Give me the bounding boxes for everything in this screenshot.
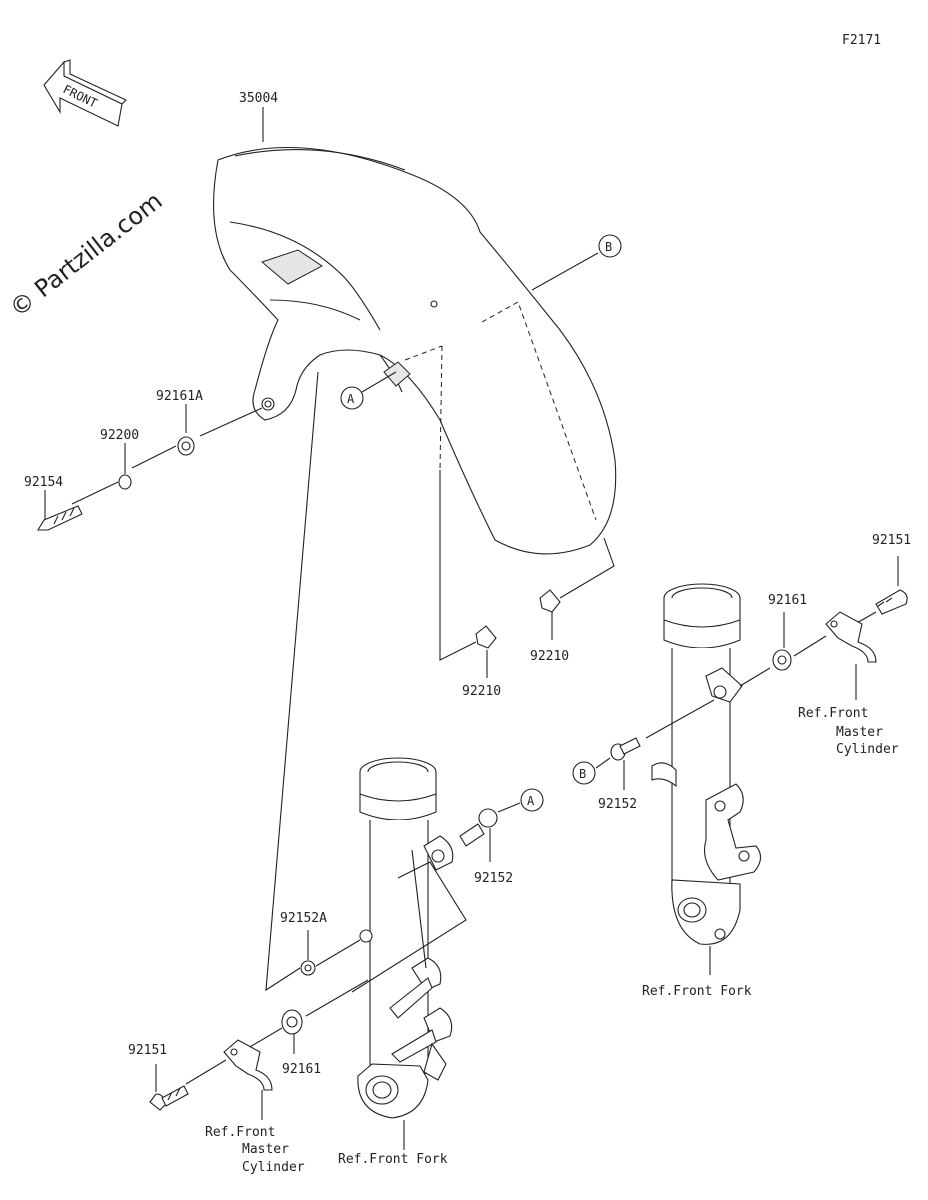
ref-master-right-1: Ref.Front <box>798 706 868 721</box>
bolt-92151-right <box>875 589 908 615</box>
nut-92210-front <box>539 589 561 613</box>
front-fender <box>213 107 617 555</box>
callout-a-top-label: A <box>347 392 355 406</box>
figure-code: F2171 <box>842 33 881 48</box>
ref-master-left-3: Cylinder <box>242 1160 305 1175</box>
ref-master-left-1: Ref.Front <box>205 1125 275 1140</box>
part-92210-rear: 92210 <box>462 684 501 699</box>
front-arrow-icon: FRONT <box>43 59 127 127</box>
collar-92161a <box>177 436 195 456</box>
part-92161-right: 92161 <box>768 593 807 608</box>
callout-a-bottom <box>520 788 544 812</box>
nut-92210-rear <box>475 625 497 649</box>
callout-b-top-label: B <box>605 240 612 254</box>
ref-master-left-2: Master <box>242 1142 289 1157</box>
ref-master-right-3: Cylinder <box>836 742 899 757</box>
part-92152-b: 92152 <box>598 797 637 812</box>
watermark: © Partzilla.com <box>4 187 167 323</box>
master-cylinder-clip-right <box>825 611 877 663</box>
part-92152a: 92152A <box>280 911 327 926</box>
left-front-fork <box>357 757 454 1119</box>
bolt-92154 <box>37 505 83 531</box>
part-92151-right: 92151 <box>872 533 911 548</box>
bolt-92152a <box>300 960 316 976</box>
bolt-92151-bottom <box>149 1085 189 1111</box>
callout-a-top <box>340 386 364 410</box>
collar-92161-right <box>772 649 792 671</box>
part-92154: 92154 <box>24 475 63 490</box>
part-92161-bottom: 92161 <box>282 1062 321 1077</box>
part-92200: 92200 <box>100 428 139 443</box>
part-92161a: 92161A <box>156 389 203 404</box>
ref-fork-right: Ref.Front Fork <box>642 984 752 999</box>
callout-b-top <box>598 234 622 258</box>
part-92210-front: 92210 <box>530 649 569 664</box>
part-35004: 35004 <box>239 91 278 106</box>
part-92151-bottom: 92151 <box>128 1043 167 1058</box>
ref-master-right-2: Master <box>836 725 883 740</box>
ref-fork-left: Ref.Front Fork <box>338 1152 448 1167</box>
callout-a-bottom-label: A <box>527 794 535 808</box>
right-front-fork <box>651 583 762 945</box>
bolt-92152-a <box>459 808 498 847</box>
collar-92161-bottom <box>281 1009 303 1035</box>
callout-b-bottom <box>572 761 596 785</box>
callout-b-bottom-label: B <box>579 767 586 781</box>
master-cylinder-clip-left <box>223 1039 273 1091</box>
part-92152-a: 92152 <box>474 871 513 886</box>
washer-92200 <box>118 474 132 490</box>
bolt-92152-b <box>610 737 641 761</box>
